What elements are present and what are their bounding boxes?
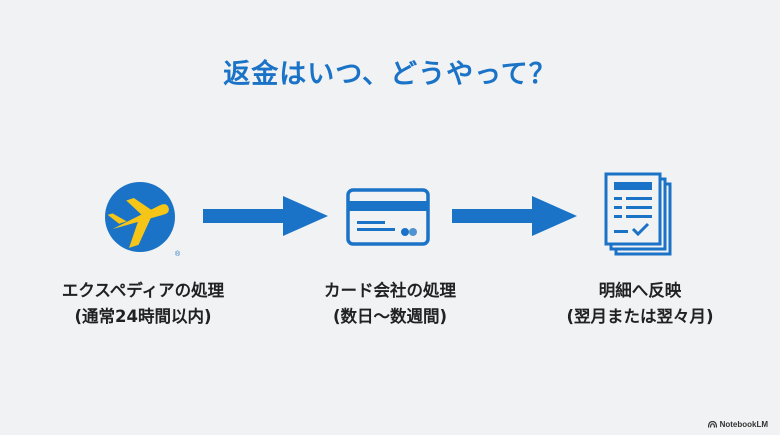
- step-title: エクスペディアの処理: [61, 281, 225, 300]
- svg-text:®: ®: [175, 250, 181, 258]
- step-label-expedia: エクスペディアの処理 (通常24時間以内): [28, 278, 258, 330]
- watermark-text: NotebookLM: [719, 420, 768, 429]
- step-subtitle: (数日〜数週間): [332, 307, 448, 326]
- step-subtitle: (翌月または翌々月): [566, 307, 714, 326]
- credit-card-icon: [346, 188, 430, 246]
- watermark: NotebookLM: [707, 420, 768, 429]
- notebooklm-logo-icon: [707, 421, 717, 428]
- expedia-logo-icon: ®: [105, 182, 181, 258]
- statement-document-icon: [604, 172, 672, 256]
- page-title: 返金はいつ、どうやって？: [223, 59, 557, 90]
- step-subtitle: (通常24時間以内): [74, 307, 212, 326]
- step-title: 明細へ反映: [598, 281, 682, 300]
- step-title: カード会社の処理: [324, 281, 456, 300]
- step-label-statement: 明細へ反映 (翌月または翌々月): [525, 278, 755, 330]
- step-label-card: カード会社の処理 (数日〜数週間): [275, 278, 505, 330]
- arrow-right-icon: [203, 196, 328, 236]
- arrow-right-icon: [452, 196, 577, 236]
